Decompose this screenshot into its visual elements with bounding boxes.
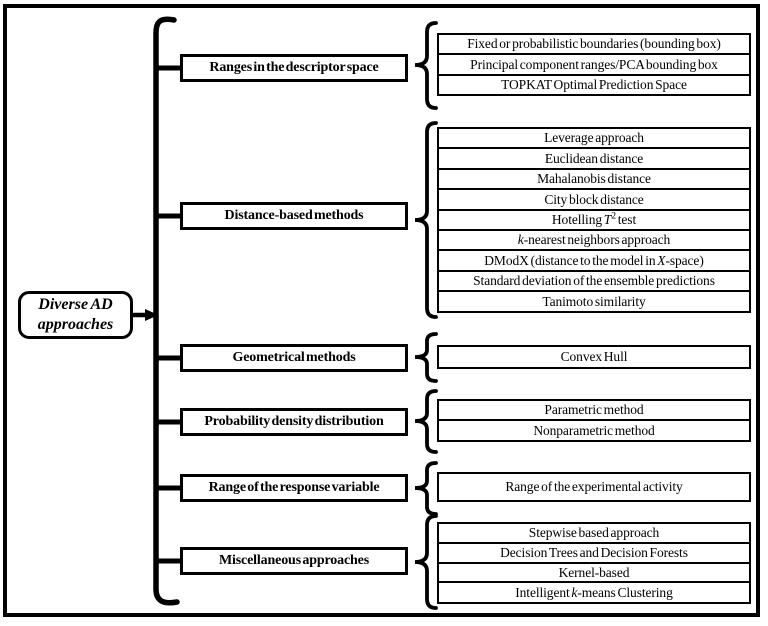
figure-border (3, 4, 760, 617)
category-label: Range of the response variable (208, 480, 380, 495)
method-item: Convex Hull (437, 345, 751, 369)
method-item: TOPKAT Optimal Prediction Space (437, 73, 751, 97)
category-label: Geometrical methods (232, 350, 356, 365)
group-brace (414, 21, 438, 110)
root-connector-point (145, 309, 159, 321)
category-label: Distance-based methods (224, 208, 364, 223)
method-item: Range of the experimental activity (437, 472, 751, 502)
method-item: Mahalanobis distance (437, 167, 751, 191)
method-list-response: Range of the experimental activity (437, 472, 751, 502)
category-box-geometrical: Geometrical methods (180, 344, 408, 372)
category-box-distance: Distance-based methods (180, 202, 408, 230)
method-list-distance: Leverage approach Euclidean distance Mah… (437, 127, 751, 314)
category-box-ranges: Ranges in the descriptor space (180, 54, 408, 82)
category-box-response: Range of the response variable (180, 474, 408, 502)
category-label: Probability density distribution (204, 414, 384, 429)
group-brace (414, 514, 438, 610)
category-label: Ranges in the descriptor space (209, 60, 379, 75)
method-item: Intelligent k-means Clustering (437, 581, 751, 604)
main-bracket (153, 16, 180, 606)
method-list-ranges: Fixed or probabilistic boundaries (bound… (437, 33, 751, 97)
group-brace (414, 461, 438, 516)
method-item: Tanimoto similarity (437, 290, 751, 314)
category-box-probability: Probability density distribution (180, 408, 408, 436)
category-box-miscellaneous: Miscellaneous approaches (180, 547, 408, 575)
method-list-miscellaneous: Stepwise based approach Decision Trees a… (437, 522, 751, 604)
method-item: Principal component ranges/PCA bounding … (437, 53, 751, 77)
root-node-label-line2: approaches (37, 316, 114, 333)
category-label: Miscellaneous approaches (218, 553, 370, 568)
method-list-geometrical: Convex Hull (437, 345, 751, 369)
root-node: Diverse AD approaches (18, 291, 133, 339)
method-list-probability: Parametric method Nonparametric method (437, 399, 751, 443)
root-node-label-line1: Diverse AD (38, 296, 113, 314)
method-item: Fixed or probabilistic boundaries (bound… (437, 33, 751, 56)
method-item: Nonparametric method (437, 419, 751, 443)
group-brace (414, 121, 438, 319)
group-brace (414, 332, 438, 383)
group-brace (414, 389, 438, 454)
